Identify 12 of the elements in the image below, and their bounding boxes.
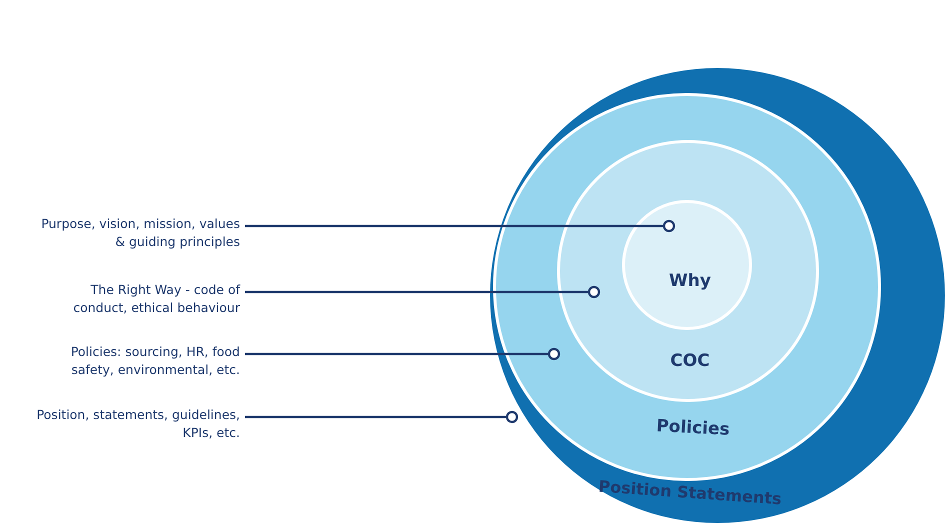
leader-line xyxy=(245,286,600,298)
leader-line xyxy=(245,410,518,424)
annotation-text: The Right Way - code of conduct, ethical behaviour xyxy=(35,281,240,317)
annotation-text: Purpose, vision, mission, values & guiding principles xyxy=(35,215,240,251)
ring-label: Position Statements xyxy=(598,476,782,508)
ring-label: Policies xyxy=(656,416,730,440)
leader-line xyxy=(245,348,560,360)
ring-label: Why xyxy=(669,271,711,291)
ring-label: COC xyxy=(670,351,710,371)
annotation-text: Policies: sourcing, HR, food safety, environmental, etc. xyxy=(35,343,240,379)
annotation-text: Position, statements, guidelines, KPIs, etc. xyxy=(35,406,240,442)
leader-line xyxy=(245,220,676,232)
